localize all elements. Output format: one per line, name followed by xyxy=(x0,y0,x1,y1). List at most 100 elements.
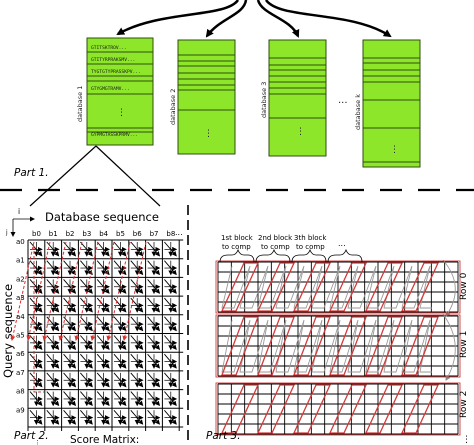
part2-label: Part 2. xyxy=(14,430,49,442)
block-ellipsis: ... xyxy=(338,239,346,248)
antidiagonal-dashed-arrow xyxy=(10,241,35,341)
computation-block-parallelogram xyxy=(256,262,296,312)
column-label-b2: b2 xyxy=(66,230,75,238)
antidiagonal-dashed-arrow xyxy=(106,241,131,341)
matrix-diagonal-arrow xyxy=(29,297,43,313)
matrix-diagonal-arrow xyxy=(147,316,161,332)
computation-block-parallelogram xyxy=(293,316,331,376)
matrix-diagonal-arrow xyxy=(63,297,77,313)
zoom-line-right xyxy=(95,145,161,207)
matrix-diagonal-arrow xyxy=(164,335,177,350)
query-sequence-label: Query sequence xyxy=(1,284,15,378)
row-2-label: Row 2 xyxy=(459,391,469,418)
database-k-box xyxy=(362,39,421,168)
matrix-diagonal-arrow xyxy=(113,316,127,332)
matrix-diagonal-arrow xyxy=(46,297,60,313)
matrix-diagonal-arrow xyxy=(96,391,110,407)
database-1-box xyxy=(86,37,154,146)
matrix-diagonal-arrow xyxy=(147,410,161,425)
matrix-diagonal-arrow xyxy=(164,391,177,407)
score-matrix-caption: Score Matrix: xyxy=(70,434,139,445)
matrix-diagonal-arrow xyxy=(130,353,144,369)
matrix-diagonal-arrow xyxy=(130,316,144,332)
block-brace-2 xyxy=(255,248,291,263)
antidiagonal-dashed-arrow xyxy=(74,241,99,341)
row-label-a2: a2 xyxy=(16,275,25,283)
block-label-1-line-2: to comp xyxy=(222,243,251,251)
column-label-b6: b6 xyxy=(133,230,142,238)
column-label-b5: b5 xyxy=(116,230,125,238)
matrix-diagonal-arrow xyxy=(147,391,161,407)
db1-seq-2: TYGTGTYPRASSKPV... xyxy=(91,69,141,75)
computation-block-parallelogram xyxy=(328,262,368,312)
matrix-diagonal-arrow xyxy=(96,410,110,425)
row-label-a7: a7 xyxy=(16,369,25,377)
matrix-diagonal-arrow xyxy=(80,241,93,257)
matrix-diagonal-arrow xyxy=(80,316,93,332)
matrix-diagonal-arrow xyxy=(29,241,43,257)
matrix-diagonal-arrow xyxy=(113,335,127,350)
matrix-diagonal-arrow xyxy=(96,241,110,257)
computation-block-parallelogram xyxy=(365,316,403,376)
matrix-diagonal-arrow xyxy=(46,316,60,332)
computation-block-parallelogram xyxy=(364,262,404,312)
matrix-diagonal-arrow xyxy=(63,372,77,388)
matrix-diagonal-arrow xyxy=(164,410,177,425)
antidiagonal-dashed-arrow xyxy=(26,241,51,341)
matrix-diagonal-arrow xyxy=(63,260,77,276)
antidiagonal-dashed-arrow xyxy=(58,241,83,341)
matrix-diagonal-arrow xyxy=(147,372,161,388)
matrix-diagonal-arrow xyxy=(46,335,60,350)
block-label-1-line-1: 1st block xyxy=(221,234,254,242)
computation-block-parallelogram xyxy=(256,384,296,434)
matrix-diagonal-arrow xyxy=(46,353,60,369)
matrix-diagonal-arrow xyxy=(164,353,177,369)
row-outline xyxy=(215,260,461,314)
matrix-diagonal-arrow xyxy=(46,410,60,425)
db1-seq-3: GTYGMGTRAMV... xyxy=(91,86,130,92)
matrix-diagonal-arrow xyxy=(130,279,144,294)
matrix-diagonal-arrow xyxy=(96,297,110,313)
matrix-diagonal-arrow xyxy=(29,353,43,369)
matrix-diagonal-arrow xyxy=(46,391,60,407)
row-ellipsis: ⋮ xyxy=(34,439,41,445)
computation-block-parallelogram xyxy=(292,384,332,434)
row-0-label: Row 0 xyxy=(459,272,469,300)
computation-block-parallelogram xyxy=(292,262,332,312)
matrix-diagonal-arrow xyxy=(63,335,77,350)
dbk-label: database k xyxy=(354,94,362,130)
database-sequence-label: Database sequence xyxy=(45,210,159,224)
block-brace-1 xyxy=(219,248,255,263)
matrix-diagonal-arrow xyxy=(113,391,127,407)
database-3-box xyxy=(268,39,327,157)
matrix-diagonal-arrow xyxy=(164,316,177,332)
j-axis-label: j xyxy=(5,229,8,236)
matrix-diagonal-arrow xyxy=(63,410,77,425)
computation-block-parallelogram xyxy=(257,316,295,376)
matrix-diagonal-arrow xyxy=(29,372,43,388)
matrix-diagonal-arrow xyxy=(147,353,161,369)
db1-seq-4: GYPMGTASSKPRMV... xyxy=(91,132,138,138)
matrix-diagonal-arrow xyxy=(96,372,110,388)
matrix-diagonal-arrow xyxy=(96,279,110,294)
part3-label: Part 3. xyxy=(206,430,241,442)
column-label-b4: b4 xyxy=(99,230,108,238)
matrix-diagonal-arrow xyxy=(147,335,161,350)
matrix-diagonal-arrow xyxy=(29,316,43,332)
part1-group: GTITSKTROV... GTITYRPRAKSMV... TYGTGTYPR… xyxy=(14,0,421,207)
row-label-a0: a0 xyxy=(16,238,25,246)
computation-block-parallelogram xyxy=(220,262,260,312)
computation-block-parallelogram xyxy=(221,316,259,376)
dist-arrow-dbk xyxy=(264,0,392,38)
matrix-diagonal-arrow xyxy=(63,353,77,369)
dbk-dots: ⋮ xyxy=(390,145,399,155)
matrix-diagonal-arrow xyxy=(130,335,144,350)
matrix-diagonal-arrow xyxy=(96,353,110,369)
i-axis-label: i xyxy=(18,207,20,216)
matrix-diagonal-arrow xyxy=(130,260,144,276)
matrix-diagonal-arrow xyxy=(29,335,43,350)
block-label-2-line-2: to comp xyxy=(261,243,290,251)
matrix-diagonal-arrow xyxy=(147,260,161,276)
row-label-a5: a5 xyxy=(16,332,25,340)
antidiagonal-dashed-arrow xyxy=(42,241,67,341)
